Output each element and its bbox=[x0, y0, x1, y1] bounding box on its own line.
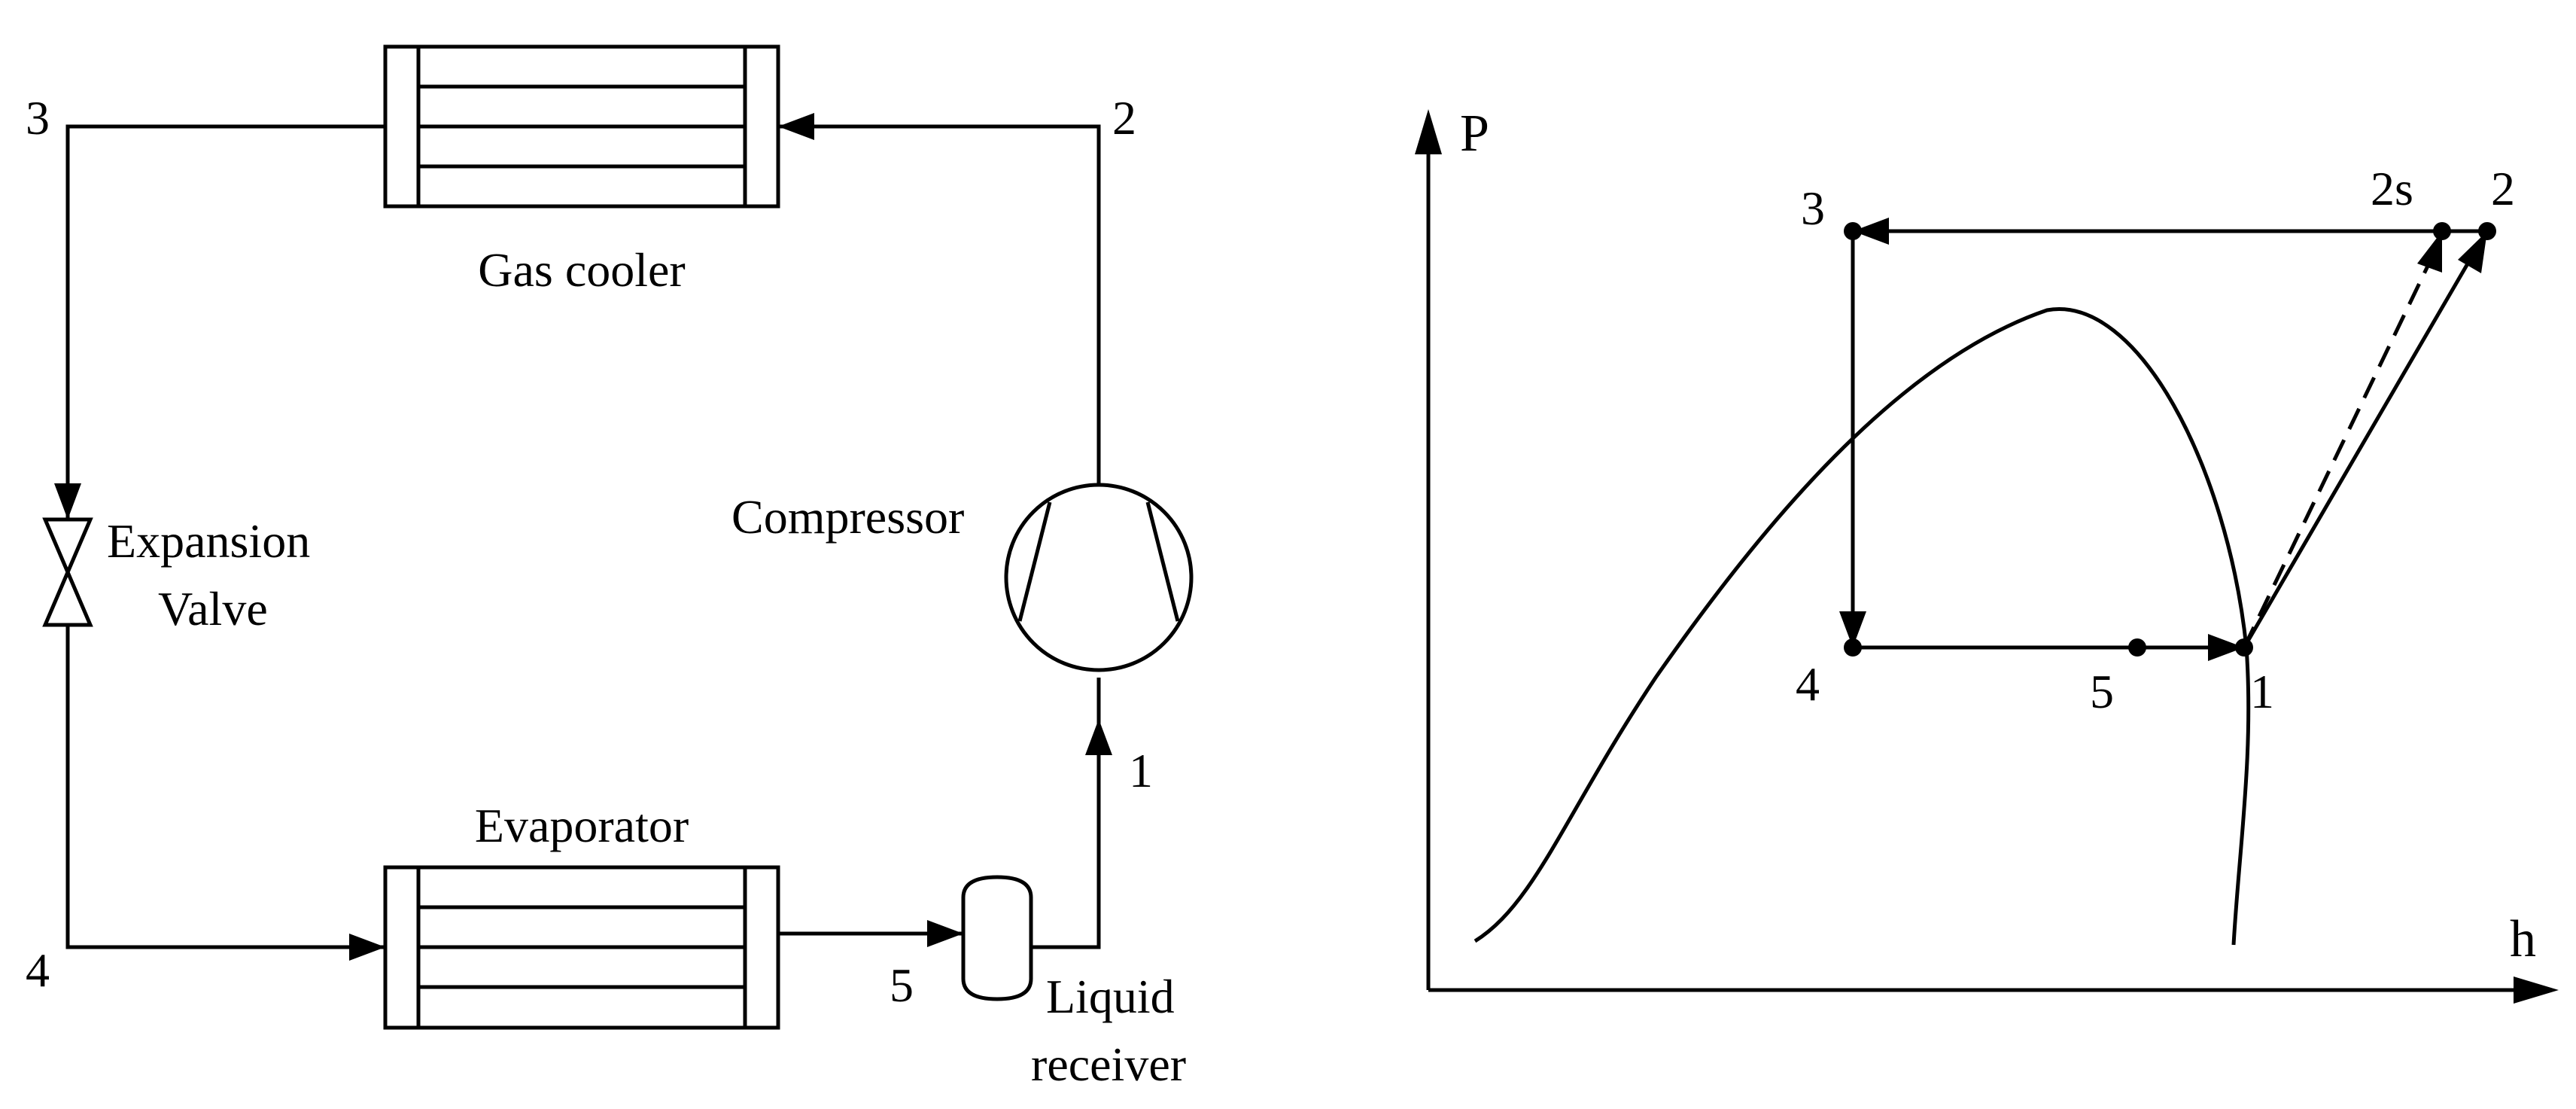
ph-point-1: 1 bbox=[2250, 665, 2274, 718]
cycle-schematic bbox=[42, 44, 1194, 1030]
state-dot-5 bbox=[2128, 638, 2146, 657]
cycle-point-2: 2 bbox=[1112, 91, 1136, 145]
ph-cycle-lines bbox=[1851, 229, 2487, 650]
expansion-valve-label-line1: Expansion bbox=[107, 514, 310, 568]
arrow-1-to-2s bbox=[2417, 231, 2442, 273]
arrow-into-compressor bbox=[1085, 719, 1112, 755]
evaporator-box bbox=[383, 865, 780, 1030]
gas-cooler-box bbox=[383, 44, 780, 209]
expansion-valve-label-line2: Valve bbox=[158, 582, 268, 635]
x-axis-arrowhead bbox=[2514, 976, 2559, 1004]
arrow-1-to-2 bbox=[2458, 231, 2487, 273]
pipe-receiver-to-compressor bbox=[1031, 678, 1101, 949]
ph-point-4: 4 bbox=[1796, 657, 1820, 711]
y-axis-arrowhead bbox=[1415, 109, 1442, 154]
pipe-gascooler-to-valve bbox=[65, 124, 385, 519]
line-1-to-2 bbox=[2242, 254, 2474, 649]
ph-point-5: 5 bbox=[2090, 665, 2114, 718]
ph-point-3: 3 bbox=[1801, 181, 1825, 235]
ph-point-2: 2 bbox=[2491, 162, 2515, 215]
arrow-into-gascooler bbox=[778, 113, 814, 140]
liquid-receiver-label-line2: receiver bbox=[1031, 1037, 1186, 1091]
ph-diagram: P h 3 2s bbox=[1415, 105, 2559, 1004]
cycle-point-3: 3 bbox=[26, 91, 50, 145]
state-dot-4 bbox=[1844, 638, 1862, 657]
gas-cooler-label: Gas cooler bbox=[478, 243, 685, 297]
saturation-dome bbox=[1474, 307, 2251, 946]
arrow-into-receiver bbox=[927, 920, 963, 947]
pipe-valve-to-evaporator bbox=[65, 625, 385, 949]
state-dot-2s bbox=[2433, 222, 2451, 240]
state-dot-3 bbox=[1844, 222, 1862, 240]
arrow-2-to-3 bbox=[1853, 218, 1889, 245]
arrow-3-to-4 bbox=[1839, 611, 1866, 647]
state-dot-1 bbox=[2235, 638, 2253, 657]
ph-axes bbox=[1426, 136, 2521, 992]
compressor-symbol bbox=[1004, 483, 1194, 672]
evaporator-label: Evaporator bbox=[475, 799, 689, 852]
state-dot-2 bbox=[2478, 222, 2496, 240]
pipe-compressor-to-gascooler bbox=[778, 124, 1101, 486]
ph-point-2s: 2s bbox=[2371, 162, 2413, 215]
arrow-into-evaporator bbox=[349, 934, 385, 961]
y-axis-label: P bbox=[1460, 105, 1489, 163]
schematic-arrows bbox=[54, 113, 1112, 961]
x-axis-label: h bbox=[2510, 910, 2536, 968]
expansion-valve-symbol bbox=[42, 517, 93, 627]
liquid-receiver-symbol bbox=[961, 875, 1033, 1001]
line-1-to-2s bbox=[2242, 258, 2433, 649]
arrow-4-to-1 bbox=[2208, 634, 2244, 661]
arrow-down-to-valve bbox=[54, 483, 81, 519]
compressor-label: Compressor bbox=[731, 490, 964, 544]
cycle-point-5: 5 bbox=[890, 958, 914, 1012]
liquid-receiver-label-line1: Liquid bbox=[1046, 970, 1175, 1023]
schematic-labels: Gas cooler Evaporator Compressor Expansi… bbox=[26, 91, 1186, 1091]
cycle-point-1: 1 bbox=[1129, 744, 1153, 797]
cycle-point-4: 4 bbox=[26, 943, 50, 997]
